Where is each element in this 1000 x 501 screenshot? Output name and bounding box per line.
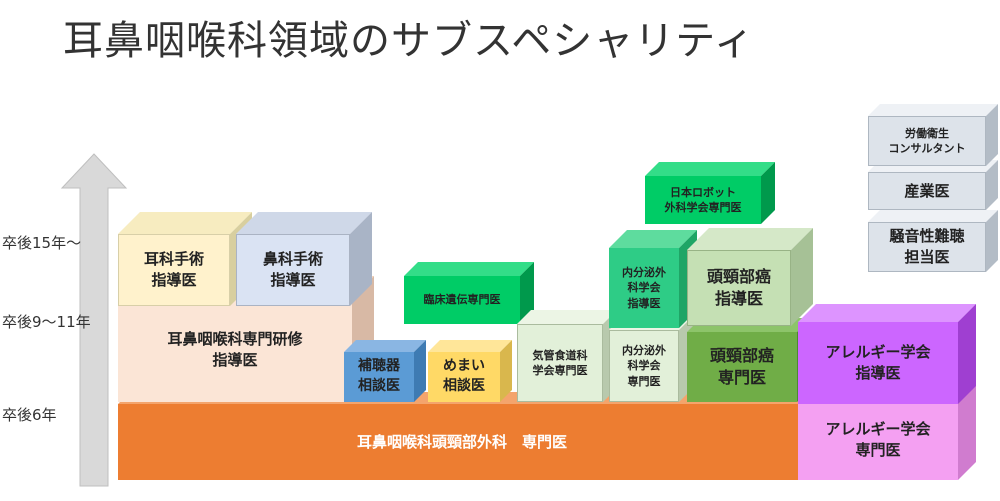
clinical-genetics-box: 臨床遺伝専門医 [404,262,534,324]
otology-instructor-box: 耳科手術 指導医 [118,212,252,306]
allergy-instructor-box: アレルギー学会 指導医 [798,304,976,404]
up-arrow-icon [60,153,128,487]
endocrine-specialist-label: 内分泌外 科学会 専門医 [609,330,679,402]
hearing-aid-label: 補聴器 相談医 [344,352,414,402]
rhinology-instructor-box: 鼻科手術 指導医 [236,212,372,306]
labor-consultant-label: 労働衛生 コンサルタント [868,116,986,166]
endocrine-specialist-box: 内分泌外 科学会 専門医 [609,316,693,402]
base-specialist-label: 耳鼻咽喉科頭頸部外科 専門医 [118,404,806,480]
robot-surgery-box: 日本ロボット 外科学会専門医 [645,162,775,224]
year-label-6: 卒後6年 [2,406,57,424]
noise-hearing-loss-label: 騒音性難聴 担当医 [868,222,986,272]
vertigo-label: めまい 相談医 [428,352,500,402]
allergy-specialist-label: アレルギー学会 専門医 [798,400,958,480]
vertigo-box: めまい 相談医 [428,340,512,402]
year-label-15: 卒後15年〜 [2,234,82,252]
labor-consultant-box: 労働衛生 コンサルタント [868,104,998,166]
head-neck-instructor-label: 頭頸部癌 指導医 [687,250,791,326]
head-neck-specialist-label: 頭頸部癌 専門医 [687,332,797,402]
occupational-physician-label: 産業医 [868,172,986,210]
allergy-instructor-label: アレルギー学会 指導医 [798,322,958,404]
head-neck-specialist-box: 頭頸部癌 専門医 [687,318,811,402]
noise-hearing-loss-box: 騒音性難聴 担当医 [868,210,998,272]
otology-instructor-label: 耳科手術 指導医 [118,234,230,306]
broncho-esophagology-box: 気管食道科 学会専門医 [517,310,617,402]
page-title: 耳鼻咽喉科領域のサブスペシャリティ [63,18,755,64]
robot-surgery-label: 日本ロボット 外科学会専門医 [645,176,761,224]
endocrine-instructor-box: 内分泌外 科学会 指導医 [609,230,697,328]
clinical-genetics-label: 臨床遺伝専門医 [404,276,520,324]
ent-training-instructor-label: 耳鼻咽喉科専門研修 指導医 [118,298,352,402]
rhinology-instructor-label: 鼻科手術 指導医 [236,234,350,306]
head-neck-instructor-box: 頭頸部癌 指導医 [687,228,813,326]
base-specialist-box: 耳鼻咽喉科頭頸部外科 専門医 [118,392,818,480]
occupational-physician-box: 産業医 [868,160,998,210]
broncho-esophagology-label: 気管食道科 学会専門医 [517,324,603,402]
hearing-aid-box: 補聴器 相談医 [344,340,426,402]
year-label-9-11: 卒後9〜11年 [2,313,91,331]
endocrine-instructor-label: 内分泌外 科学会 指導医 [609,248,679,328]
